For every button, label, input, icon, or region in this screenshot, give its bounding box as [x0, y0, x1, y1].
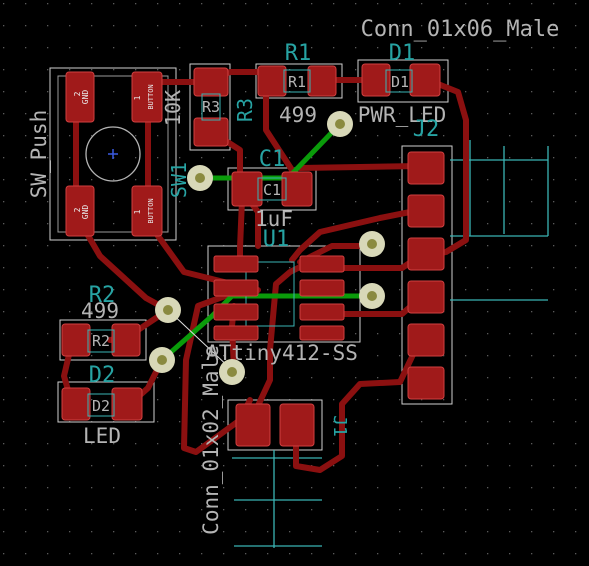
- sw1-pad-button-top[interactable]: 1 BUTTON: [131, 71, 163, 123]
- r3-pad-2[interactable]: [193, 117, 229, 147]
- d2-ref-label: D2: [89, 363, 116, 388]
- r1-pad-2[interactable]: [307, 65, 337, 97]
- c1-fab-ref: C1: [263, 181, 281, 199]
- svg-text:GND: GND: [81, 205, 90, 220]
- r3-ref-label: R3: [233, 98, 257, 122]
- d1-footprint[interactable]: D1 D1 PWR_LED: [358, 41, 447, 127]
- via[interactable]: [359, 231, 385, 257]
- c1-courtyard: [227, 167, 317, 211]
- vias: [149, 111, 385, 385]
- r1-ref-label: R1: [285, 41, 312, 66]
- c1-footprint[interactable]: C1 C1 1uF: [231, 147, 313, 231]
- u1-pad-3[interactable]: [213, 303, 259, 321]
- r3-pad-1[interactable]: [193, 67, 229, 97]
- j1-pad-1[interactable]: [235, 403, 271, 447]
- ratsnest-line: [167, 309, 233, 371]
- j2-pad-2[interactable]: [407, 194, 445, 228]
- r2-fab-ref: R2: [92, 332, 110, 350]
- d1-value-label: PWR_LED: [358, 103, 447, 127]
- j2-footprint[interactable]: J2: [407, 117, 445, 400]
- sw1-body-outline: [85, 126, 141, 182]
- svg-text:2: 2: [73, 91, 82, 96]
- c1-pad-2[interactable]: [281, 171, 313, 207]
- r2-courtyard: [59, 319, 147, 361]
- j1-pad-2[interactable]: [279, 403, 315, 447]
- sw1-value-label: SW_Push: [27, 110, 51, 199]
- svg-text:1: 1: [133, 209, 142, 214]
- svg-text:2: 2: [73, 207, 82, 212]
- svg-text:GND: GND: [81, 90, 90, 105]
- r3-fab-ref: R3: [202, 98, 220, 116]
- d2-value-label: LED: [83, 424, 121, 448]
- c1-ref-label: C1: [259, 147, 286, 172]
- d1-pad-2[interactable]: [409, 63, 441, 97]
- j2-pad-6[interactable]: [407, 366, 445, 400]
- r3-value-label: 10K: [161, 90, 185, 126]
- u1-pad-2[interactable]: [213, 279, 259, 297]
- j2-pad-1[interactable]: [407, 151, 445, 185]
- j2-pad-3[interactable]: [407, 237, 445, 271]
- r1-fab-ref: R1: [288, 73, 306, 91]
- d2-fab-ref: D2: [92, 397, 110, 415]
- j1-value-label: Conn_01x02_Male: [199, 345, 223, 535]
- via[interactable]: [359, 283, 385, 309]
- sw1-pad-gnd-top[interactable]: 2 GND: [65, 71, 95, 123]
- j1-footprint[interactable]: J1 Conn_01x02_Male: [199, 345, 350, 535]
- r1-pad-1[interactable]: [257, 65, 287, 97]
- u1-ref-label: U1: [263, 227, 290, 252]
- d2-pad-2[interactable]: [111, 387, 143, 421]
- r2-pad-2[interactable]: [111, 323, 141, 357]
- r2-value-label: 499: [81, 299, 119, 323]
- j2-ref-label: J2: [413, 117, 440, 142]
- via[interactable]: [155, 297, 181, 323]
- svg-text:BUTTON: BUTTON: [147, 198, 155, 223]
- j2-pad-4[interactable]: [407, 280, 445, 314]
- d1-ref-label: D1: [389, 41, 416, 66]
- r3-courtyard: [189, 63, 231, 151]
- r2-footprint[interactable]: R2 499 R2: [61, 283, 141, 357]
- r2-ref-label: R2: [89, 283, 116, 308]
- sw1-pad-button-bottom[interactable]: 1 BUTTON: [131, 185, 163, 237]
- c1-value-label: 1uF: [255, 207, 293, 231]
- sw1-ref-label: SW1: [167, 162, 191, 198]
- fab-layer: [232, 140, 549, 548]
- j2-courtyard: [401, 145, 453, 405]
- svg-text:1: 1: [133, 95, 142, 100]
- svg-text:BUTTON: BUTTON: [147, 84, 155, 109]
- via[interactable]: [149, 347, 175, 373]
- r2-pad-1[interactable]: [61, 323, 91, 357]
- d2-courtyard: [57, 381, 155, 423]
- j1-courtyard: [227, 399, 323, 451]
- d1-pad-1[interactable]: [361, 63, 391, 97]
- u1-pad-8[interactable]: [299, 255, 345, 273]
- u1-pad-4[interactable]: [213, 325, 259, 341]
- j2-value-label: Conn_01x06_Male: [361, 17, 560, 42]
- r1-footprint[interactable]: R1 R1 499: [257, 41, 337, 127]
- d2-pad-1[interactable]: [61, 387, 91, 421]
- courtyard-layer: [49, 59, 453, 451]
- via[interactable]: [187, 165, 213, 191]
- j1-ref-label: J1: [329, 415, 350, 437]
- u1-pad-6[interactable]: [299, 303, 345, 321]
- sw1-pad-gnd-bottom[interactable]: 2 GND: [65, 185, 95, 237]
- j2-pad-5[interactable]: [407, 323, 445, 357]
- sw1-courtyard: [49, 67, 177, 241]
- sw1-footprint[interactable]: 2 GND 1 BUTTON 2 GND 1 BUTTON SW_Push SW…: [27, 71, 191, 237]
- via[interactable]: [219, 359, 245, 385]
- u1-pad-7[interactable]: [299, 279, 345, 297]
- r1-value-label: 499: [279, 103, 317, 127]
- d1-fab-ref: D1: [391, 73, 409, 91]
- u1-pad-1[interactable]: [213, 255, 259, 273]
- via[interactable]: [327, 111, 353, 137]
- d2-footprint[interactable]: D2 D2 LED: [61, 363, 143, 448]
- r3-footprint[interactable]: R3 R3 10K: [161, 67, 257, 147]
- c1-pad-1[interactable]: [231, 171, 263, 207]
- u1-pad-5[interactable]: [299, 325, 345, 341]
- sw1-fab-outline: [57, 75, 169, 233]
